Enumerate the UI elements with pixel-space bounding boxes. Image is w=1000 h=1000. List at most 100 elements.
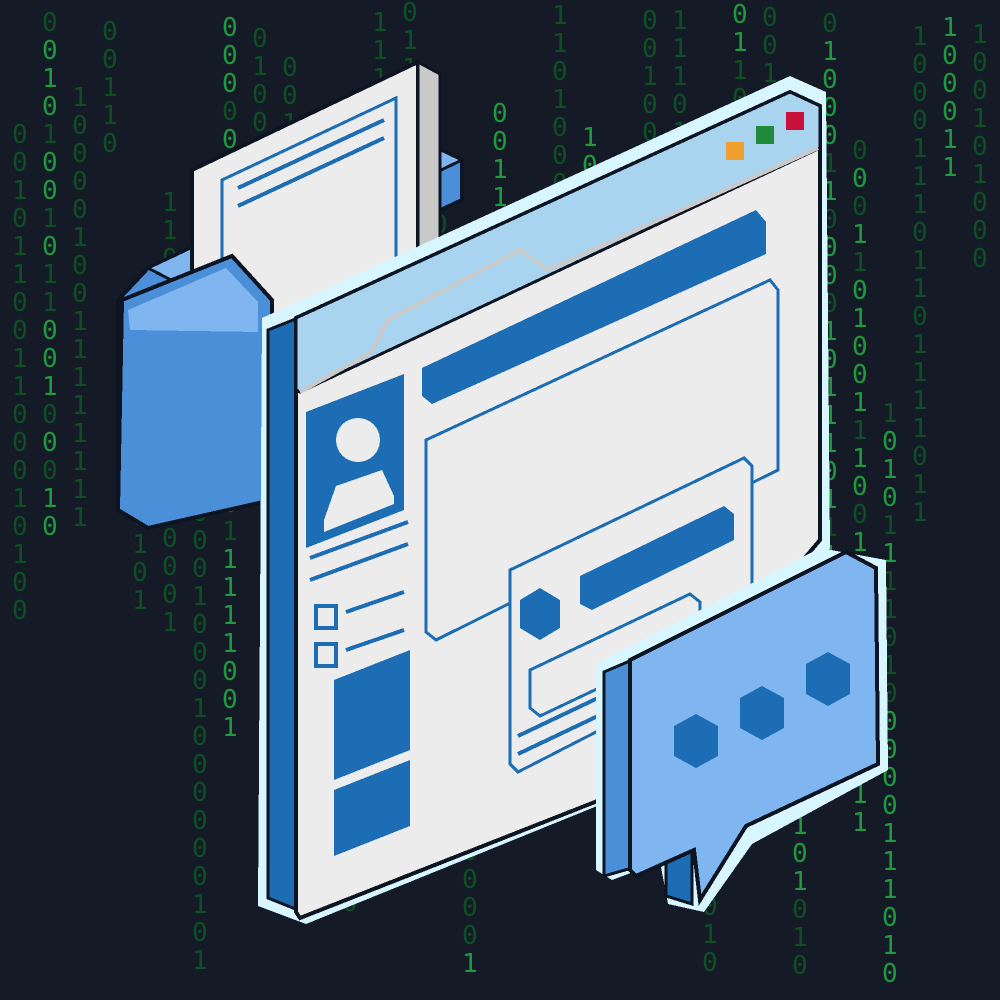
card-diamond-icon bbox=[520, 588, 560, 640]
binary-digit: 1 bbox=[852, 416, 868, 446]
binary-digit: 1 bbox=[912, 162, 928, 192]
binary-digit: 1 bbox=[222, 517, 238, 547]
binary-digit: 1 bbox=[672, 34, 688, 64]
binary-digit: 1 bbox=[882, 931, 898, 961]
binary-digit: 1 bbox=[882, 819, 898, 849]
browser-side bbox=[266, 315, 300, 913]
binary-digit: 0 bbox=[222, 13, 238, 43]
binary-digit: 1 bbox=[252, 52, 268, 82]
document-line-2 bbox=[237, 136, 385, 208]
binary-digit: 1 bbox=[852, 444, 868, 474]
binary-digit: 0 bbox=[72, 139, 88, 169]
binary-digit: 0 bbox=[12, 288, 28, 318]
binary-digit: 1 bbox=[552, 85, 568, 115]
binary-digit: 1 bbox=[42, 120, 58, 150]
binary-digit: 1 bbox=[222, 601, 238, 631]
binary-digit: 1 bbox=[882, 455, 898, 485]
binary-digit: 0 bbox=[642, 34, 658, 64]
binary-digit: 1 bbox=[912, 190, 928, 220]
binary-digit: 0 bbox=[972, 216, 988, 246]
typing-dot-1 bbox=[674, 714, 718, 768]
binary-digit: 0 bbox=[762, 3, 778, 33]
binary-digit: 1 bbox=[72, 307, 88, 337]
binary-digit: 1 bbox=[222, 629, 238, 659]
binary-digit: 1 bbox=[942, 153, 958, 183]
binary-digit: 1 bbox=[672, 6, 688, 36]
binary-digit: 0 bbox=[12, 316, 28, 346]
binary-digit: 1 bbox=[72, 363, 88, 393]
binary-digit: 0 bbox=[222, 97, 238, 127]
checkbox-2[interactable] bbox=[314, 642, 338, 668]
user-avatar-icon bbox=[306, 374, 404, 548]
binary-digit: 0 bbox=[972, 76, 988, 106]
binary-digit: 0 bbox=[12, 204, 28, 234]
binary-digit: 0 bbox=[972, 188, 988, 218]
binary-digit: 0 bbox=[12, 428, 28, 458]
folder-front-highlight bbox=[128, 268, 258, 332]
binary-digit: 1 bbox=[852, 808, 868, 838]
binary-digit: 1 bbox=[912, 330, 928, 360]
binary-digit: 0 bbox=[852, 332, 868, 362]
binary-digit: 0 bbox=[552, 57, 568, 87]
binary-digit: 1 bbox=[492, 183, 508, 213]
binary-digit: 0 bbox=[132, 558, 148, 588]
binary-digit: 1 bbox=[192, 946, 208, 976]
binary-digit: 0 bbox=[72, 279, 88, 309]
binary-digit: 1 bbox=[672, 62, 688, 92]
binary-digit: 0 bbox=[222, 685, 238, 715]
binary-digit: 0 bbox=[552, 113, 568, 143]
binary-digit: 1 bbox=[132, 530, 148, 560]
binary-digit: 0 bbox=[222, 657, 238, 687]
binary-digit: 1 bbox=[72, 475, 88, 505]
binary-digit: 0 bbox=[852, 164, 868, 194]
binary-digit: 1 bbox=[12, 344, 28, 374]
typing-dot-2 bbox=[740, 686, 784, 740]
binary-digit: 1 bbox=[372, 36, 388, 66]
binary-digit: 1 bbox=[882, 511, 898, 541]
binary-digit: 1 bbox=[792, 867, 808, 897]
binary-digit: 0 bbox=[252, 80, 268, 110]
binary-digit: 0 bbox=[912, 302, 928, 332]
binary-digit: 0 bbox=[492, 127, 508, 157]
binary-digit: 0 bbox=[42, 400, 58, 430]
binary-digit: 0 bbox=[42, 92, 58, 122]
thumbnail-1[interactable] bbox=[334, 650, 410, 780]
binary-digit: 0 bbox=[852, 472, 868, 502]
binary-digit: 0 bbox=[732, 0, 748, 30]
card-header-bar[interactable] bbox=[580, 506, 734, 610]
maximize-dot[interactable] bbox=[756, 126, 774, 144]
binary-digit: 0 bbox=[72, 195, 88, 225]
binary-digit: 1 bbox=[702, 920, 718, 950]
binary-digit: 0 bbox=[912, 78, 928, 108]
binary-digit: 1 bbox=[72, 503, 88, 533]
checkbox-1[interactable] bbox=[314, 604, 338, 630]
binary-digit: 0 bbox=[42, 148, 58, 178]
binary-digit: 1 bbox=[12, 484, 28, 514]
binary-digit: 0 bbox=[102, 129, 118, 159]
binary-digit: 1 bbox=[72, 391, 88, 421]
binary-digit: 1 bbox=[912, 358, 928, 388]
binary-digit: 1 bbox=[102, 73, 118, 103]
binary-digit: 1 bbox=[852, 248, 868, 278]
binary-digit: 0 bbox=[222, 69, 238, 99]
binary-digit: 1 bbox=[972, 160, 988, 190]
document-line-1 bbox=[237, 118, 385, 190]
address-bar[interactable] bbox=[422, 210, 766, 404]
binary-digit: 0 bbox=[822, 9, 838, 39]
binary-digit: 1 bbox=[162, 216, 178, 246]
binary-digit: 0 bbox=[402, 0, 418, 28]
close-dot[interactable] bbox=[786, 112, 804, 130]
binary-digit: 1 bbox=[912, 470, 928, 500]
binary-digit: 0 bbox=[42, 316, 58, 346]
binary-digit: 0 bbox=[192, 554, 208, 584]
binary-digit: 1 bbox=[12, 176, 28, 206]
avatar-caption-2 bbox=[309, 542, 409, 582]
binary-digit: 0 bbox=[42, 232, 58, 262]
binary-digit: 1 bbox=[492, 155, 508, 185]
binary-digit: 0 bbox=[462, 865, 478, 895]
thumbnail-2[interactable] bbox=[334, 760, 410, 856]
binary-digit: 1 bbox=[912, 498, 928, 528]
binary-digit: 1 bbox=[642, 62, 658, 92]
minimize-dot[interactable] bbox=[726, 142, 744, 160]
binary-digit: 0 bbox=[702, 948, 718, 978]
